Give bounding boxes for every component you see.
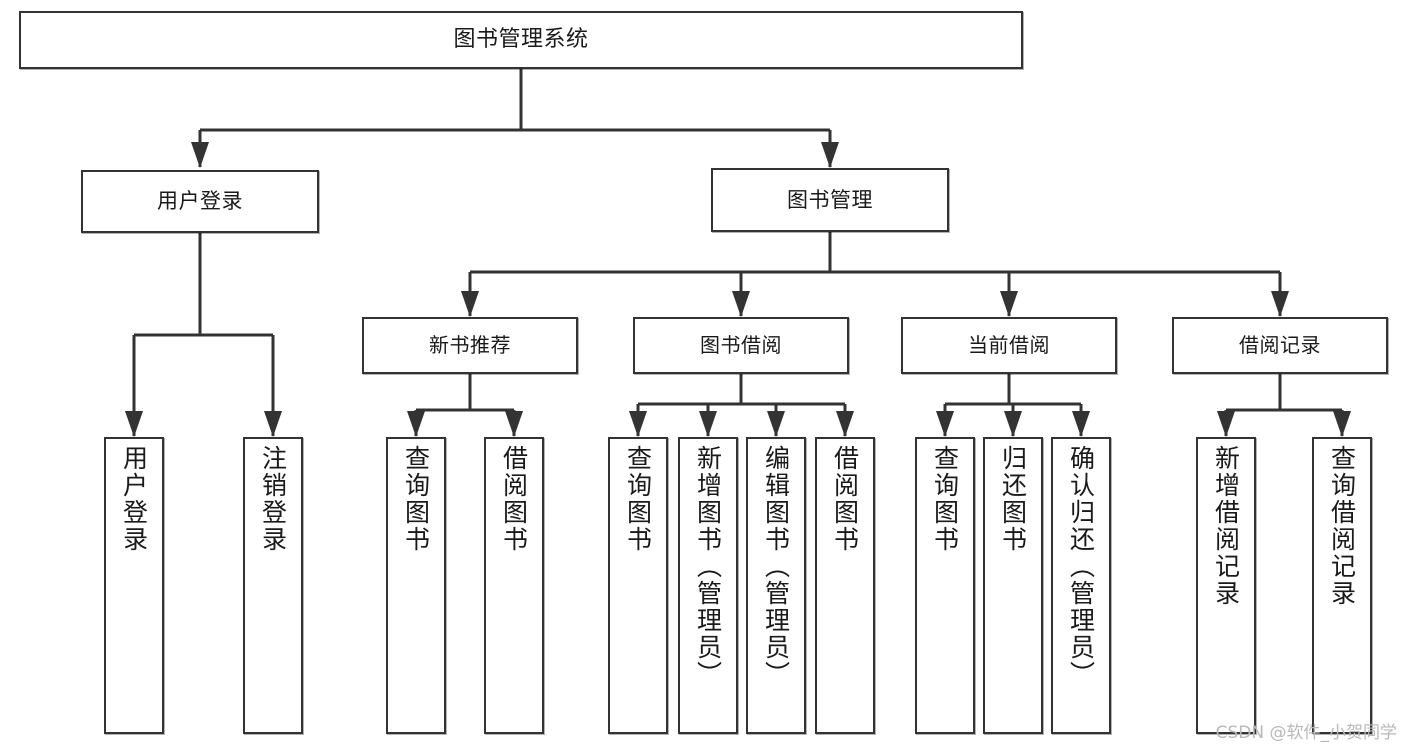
node-leaf-query-book-1[interactable]: 查询图书 <box>386 437 446 734</box>
connector-book-manage-to-level2-arrowhead-1 <box>732 291 750 317</box>
connector-book-manage-to-level2-arrowhead-2 <box>1000 291 1018 317</box>
node-leaf-query-book-2[interactable]: 查询图书 <box>608 437 668 734</box>
node-leaf-edit-book[interactable]: 编辑图书（管理员） <box>746 437 806 734</box>
node-label-current-borrow: 当前借阅 <box>968 333 1050 357</box>
node-leaf-add-record[interactable]: 新增借阅记录 <box>1196 437 1256 734</box>
connector-new-book-rec-to-leaves-arrowhead-1 <box>505 411 523 437</box>
node-current-borrow[interactable]: 当前借阅 <box>901 317 1117 374</box>
connector-book-borrow-to-leaves-arrowhead-2 <box>767 411 785 437</box>
node-label-book-manage: 图书管理 <box>787 187 873 212</box>
node-user-login[interactable]: 用户登录 <box>81 170 319 233</box>
node-label-leaf-user-login: 用户登录 <box>119 445 149 553</box>
node-label-leaf-return-book: 归还图书 <box>998 445 1028 553</box>
connector-book-borrow-to-leaves-arrowhead-0 <box>629 411 647 437</box>
node-label-leaf-query-book-2: 查询图书 <box>623 445 653 553</box>
node-label-leaf-edit-book: 编辑图书（管理员） <box>761 445 791 688</box>
connector-user-login-to-leaves-arrowhead-1 <box>264 411 282 437</box>
node-label-leaf-query-book-3: 查询图书 <box>930 445 960 553</box>
node-label-leaf-logout-login: 注销登录 <box>258 445 288 553</box>
connector-new-book-rec-to-leaves-arrowhead-0 <box>407 411 425 437</box>
connector-user-login-to-leaves-arrowhead-0 <box>125 411 143 437</box>
node-leaf-borrow-book-1[interactable]: 借阅图书 <box>484 437 544 734</box>
node-label-leaf-add-record: 新增借阅记录 <box>1211 445 1241 607</box>
connector-root-to-level1-arrowhead-0 <box>191 142 209 168</box>
node-leaf-query-record[interactable]: 查询借阅记录 <box>1312 437 1372 734</box>
connector-current-borrow-to-leaves-arrowhead-0 <box>936 411 954 437</box>
node-label-leaf-query-book-1: 查询图书 <box>401 445 431 553</box>
connector-book-borrow-to-leaves-arrowhead-3 <box>836 411 854 437</box>
connector-book-manage-to-level2-arrowhead-3 <box>1271 291 1289 317</box>
node-book-borrow[interactable]: 图书借阅 <box>633 317 849 374</box>
node-leaf-logout-login[interactable]: 注销登录 <box>243 437 303 734</box>
node-label-root: 图书管理系统 <box>453 27 589 53</box>
connector-current-borrow-to-leaves-arrowhead-2 <box>1072 411 1090 437</box>
node-label-leaf-borrow-book-1: 借阅图书 <box>499 445 529 553</box>
node-label-new-book-rec: 新书推荐 <box>429 333 511 357</box>
connector-current-borrow-to-leaves-arrowhead-1 <box>1004 411 1022 437</box>
node-leaf-add-book[interactable]: 新增图书（管理员） <box>678 437 738 734</box>
node-leaf-return-book[interactable]: 归还图书 <box>983 437 1043 734</box>
connector-book-manage-to-level2-arrowhead-0 <box>461 291 479 317</box>
node-borrow-record[interactable]: 借阅记录 <box>1172 317 1388 374</box>
connector-book-borrow-to-leaves-arrowhead-1 <box>699 411 717 437</box>
node-label-leaf-add-book: 新增图书（管理员） <box>693 445 723 688</box>
node-leaf-borrow-book-2[interactable]: 借阅图书 <box>815 437 875 734</box>
connector-borrow-record-to-leaves-arrowhead-0 <box>1217 411 1235 437</box>
node-new-book-rec[interactable]: 新书推荐 <box>362 317 578 374</box>
node-leaf-query-book-3[interactable]: 查询图书 <box>915 437 975 734</box>
node-label-leaf-borrow-book-2: 借阅图书 <box>830 445 860 553</box>
node-label-leaf-query-record: 查询借阅记录 <box>1327 445 1357 607</box>
node-book-manage[interactable]: 图书管理 <box>711 168 949 232</box>
node-label-user-login: 用户登录 <box>157 189 243 214</box>
connector-root-to-level1-arrowhead-1 <box>821 142 839 168</box>
node-leaf-user-login[interactable]: 用户登录 <box>104 437 164 734</box>
node-label-leaf-confirm-return: 确认归还（管理员） <box>1066 445 1096 688</box>
node-label-borrow-record: 借阅记录 <box>1239 333 1321 357</box>
node-leaf-confirm-return[interactable]: 确认归还（管理员） <box>1051 437 1111 734</box>
node-label-book-borrow: 图书借阅 <box>700 333 782 357</box>
connector-borrow-record-to-leaves-arrowhead-1 <box>1333 411 1351 437</box>
node-root[interactable]: 图书管理系统 <box>19 11 1023 69</box>
